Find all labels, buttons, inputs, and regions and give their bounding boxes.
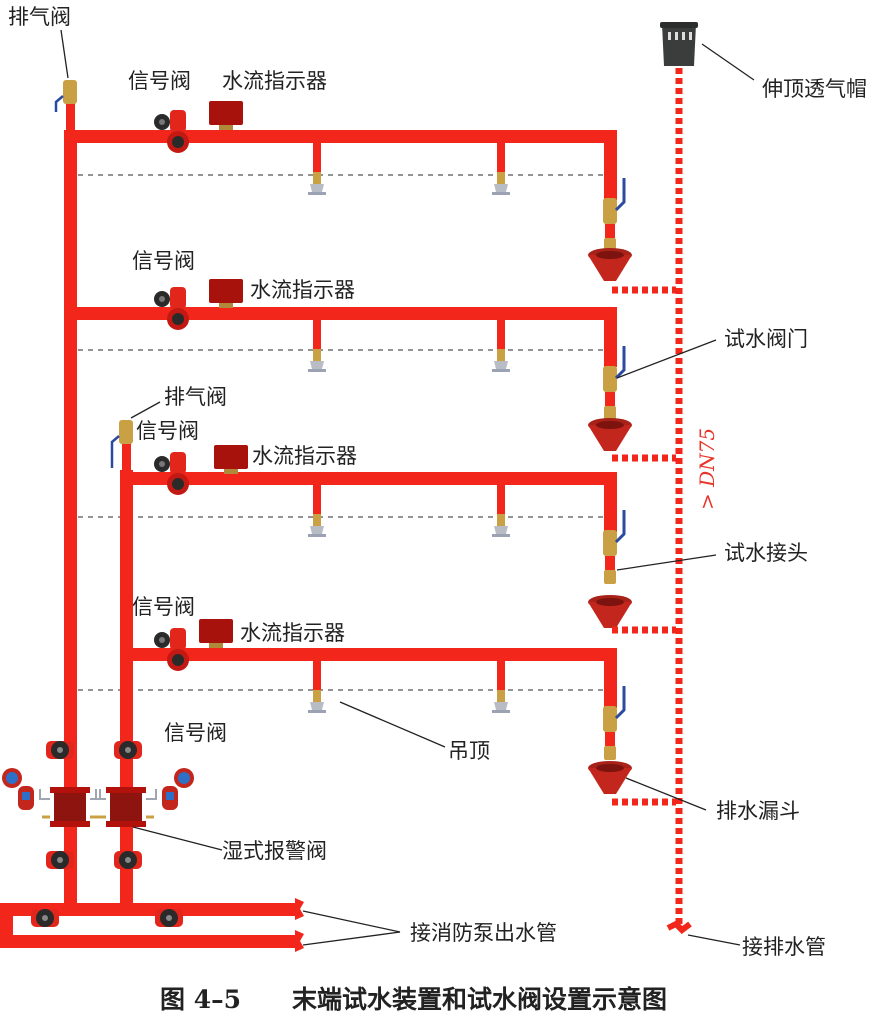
drop-pipe-4 <box>604 648 617 708</box>
riser-right <box>120 470 133 908</box>
sprinkler-head <box>492 514 510 537</box>
wet-alarm-valve-left <box>38 785 102 829</box>
exhaust-valve-mid <box>110 420 133 468</box>
branch-pipe-3 <box>120 472 617 485</box>
label-suspended-ceiling: 吊顶 <box>448 739 490 763</box>
sprinkler-head <box>308 690 326 713</box>
gate-valve <box>155 909 183 927</box>
supply-pipe-lower <box>0 935 298 948</box>
gate-valve <box>46 851 74 869</box>
figure-number: 图 4–5 <box>160 985 241 1014</box>
alarm-valve-group <box>2 741 194 927</box>
ceiling-lines <box>78 174 605 691</box>
retard-chamber <box>18 786 34 810</box>
label-pipe-size: > DN75 <box>695 428 719 510</box>
gate-valve <box>114 851 142 869</box>
sprinkler-head <box>492 172 510 195</box>
riser-left <box>64 130 77 908</box>
leader-lines <box>60 29 755 946</box>
label-exhaust-valve-top: 排气阀 <box>8 5 71 29</box>
branch-pipe-2 <box>64 307 617 320</box>
pressure-gauge <box>174 768 194 788</box>
drain-funnel-1 <box>588 248 632 281</box>
vent-stub-left <box>66 100 75 132</box>
flow-indicator-3 <box>214 445 248 474</box>
pump-flange-lower <box>295 930 304 952</box>
label-flow-indicator-4: 水流指示器 <box>240 621 345 645</box>
wet-alarm-valve-right <box>94 785 158 829</box>
branch-pipe-4 <box>120 648 617 661</box>
drop-pipe-1 <box>604 130 617 200</box>
drain-funnel-4 <box>588 761 632 794</box>
flow-indicator-4 <box>199 619 233 648</box>
sprinkler-head <box>308 349 326 372</box>
label-flow-indicator-3: 水流指示器 <box>252 444 357 468</box>
drain-outlet-fitting <box>666 920 692 934</box>
exhaust-valve-top <box>54 80 77 112</box>
pipes <box>0 100 617 952</box>
vent-cap-icon <box>660 22 698 66</box>
label-test-valve: 试水阀门 <box>724 327 808 351</box>
label-signal-valve-bottom: 信号阀 <box>164 721 227 745</box>
drop-pipe-3 <box>604 472 617 532</box>
label-signal-valve-4: 信号阀 <box>132 595 195 619</box>
figure-title: 末端试水装置和试水阀设置示意图 <box>292 985 667 1014</box>
label-test-connector: 试水接头 <box>724 541 808 565</box>
gate-valve <box>114 741 142 759</box>
label-wet-alarm-valve: 湿式报警阀 <box>222 839 327 863</box>
gate-valve <box>46 741 74 759</box>
vent-stub-right <box>122 440 131 472</box>
label-vent-cap: 伸顶透气帽 <box>762 77 867 101</box>
sprinkler-head <box>492 349 510 372</box>
pressure-gauge <box>2 768 22 788</box>
gate-valve <box>31 909 59 927</box>
branch-pipe-1 <box>64 130 617 143</box>
drain-funnel-2 <box>588 418 632 451</box>
supply-pipe-upper <box>0 903 298 916</box>
label-signal-valve-3: 信号阀 <box>136 419 199 443</box>
drop-pipe-2 <box>604 307 617 367</box>
retard-chamber <box>162 786 178 810</box>
flow-indicator-2 <box>209 279 243 308</box>
label-drain-pipe-connect: 接排水管 <box>742 935 826 959</box>
label-drain-funnel: 排水漏斗 <box>716 799 800 823</box>
flow-indicator-1 <box>209 101 243 130</box>
sprinkler-head <box>492 690 510 713</box>
label-signal-valve-2: 信号阀 <box>132 249 195 273</box>
pump-flange-upper <box>295 898 304 920</box>
drain-stack <box>612 68 683 925</box>
supply-pipe-left-end <box>0 903 13 948</box>
label-exhaust-valve-mid: 排气阀 <box>164 385 227 409</box>
label-pump-outlet: 接消防泵出水管 <box>410 921 557 945</box>
label-flow-indicator-1: 水流指示器 <box>222 69 327 93</box>
label-flow-indicator-2: 水流指示器 <box>250 278 355 302</box>
drain-funnel-3 <box>588 595 632 628</box>
label-signal-valve-1: 信号阀 <box>128 69 191 93</box>
